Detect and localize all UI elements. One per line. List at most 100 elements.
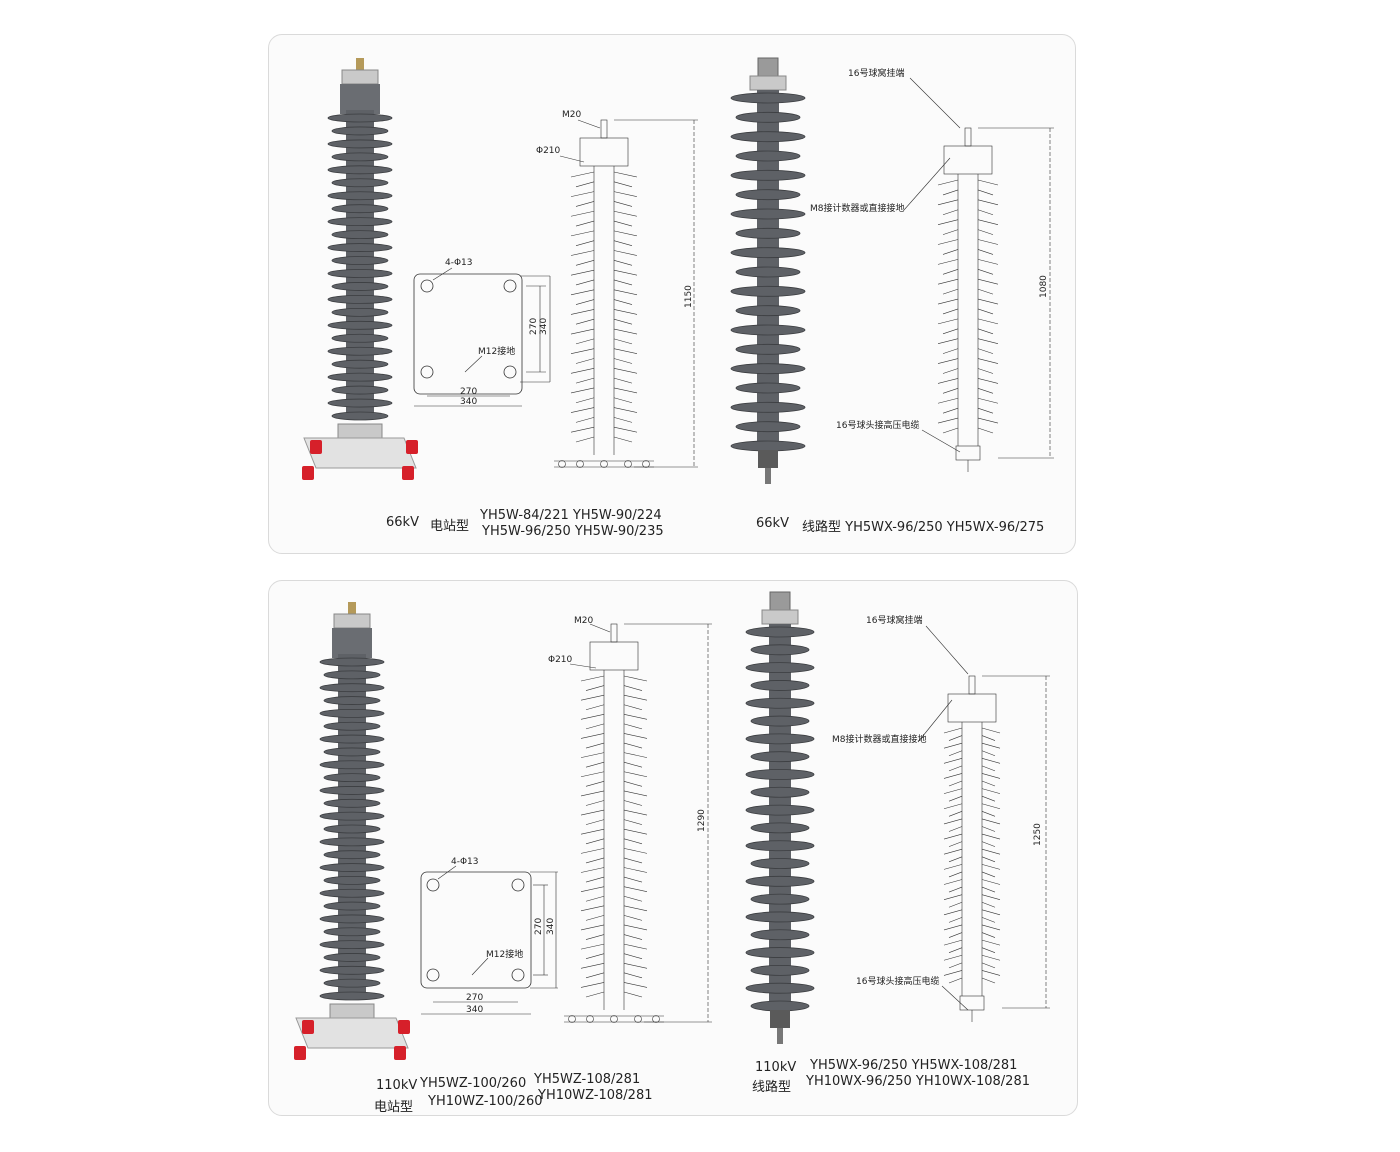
shed xyxy=(750,893,810,905)
drawing-bolt xyxy=(576,460,584,468)
label-holes: 4-Φ13 xyxy=(445,258,473,268)
caption-models-row1: YH5W-84/221 YH5W-90/224 xyxy=(480,508,662,523)
drawing-shed xyxy=(948,917,996,923)
drawing-shed xyxy=(575,417,633,423)
drawing-shed xyxy=(570,328,638,335)
drawing-shed xyxy=(580,809,648,816)
dim-height: 1290 xyxy=(697,809,707,832)
label-ground: M12接地 xyxy=(486,948,523,960)
drawing-shed xyxy=(580,848,648,854)
shed xyxy=(319,683,385,693)
grading-cap xyxy=(332,628,372,658)
shed xyxy=(319,837,385,847)
shed xyxy=(327,243,393,252)
shed xyxy=(323,696,381,705)
shed xyxy=(730,247,806,259)
top-cap xyxy=(761,609,799,625)
drawing-shed xyxy=(942,288,994,295)
shed xyxy=(750,680,810,691)
drawing-shed xyxy=(575,260,633,266)
caption-model-b2: YH10WZ-108/281 xyxy=(538,1088,653,1103)
drawing-shed xyxy=(942,189,994,196)
drawing-shed xyxy=(937,179,999,186)
drawing-shed xyxy=(942,388,994,394)
drawing-bolt xyxy=(568,1015,576,1023)
caption-type: 电站型 xyxy=(374,1100,414,1115)
drawing-cap xyxy=(579,137,629,167)
insulating-foot xyxy=(406,440,418,454)
drawing-shed xyxy=(585,761,643,768)
shed xyxy=(331,126,389,136)
drawing-shed xyxy=(942,407,994,414)
shed xyxy=(730,169,806,181)
drawing-shed xyxy=(942,308,994,315)
drawing-shed xyxy=(943,727,1001,734)
drawing-shed xyxy=(948,901,996,908)
drawing-shed xyxy=(575,436,633,443)
drawing-shed xyxy=(580,694,648,701)
drawing-shed xyxy=(570,191,638,197)
drawing-shed xyxy=(585,876,643,883)
grading-cap xyxy=(340,84,380,114)
drawing-shed xyxy=(585,915,643,921)
label-phi210: Φ210 xyxy=(536,146,561,156)
arrester-drawing-66kv-line xyxy=(903,77,1054,472)
arrester-drawing-110kv-line xyxy=(917,625,1050,1022)
shed xyxy=(327,398,393,408)
drawing-shed xyxy=(585,857,643,864)
label-top-terminal: 16号球窝挂端 xyxy=(848,67,904,79)
shed xyxy=(750,644,810,656)
caption-voltage: 110kV xyxy=(376,1078,418,1093)
shed xyxy=(331,385,389,395)
caption-line-models: 线路型 YH5WX-96/250 YH5WX-96/275 xyxy=(802,520,1045,535)
dim-340-vertical: 340 xyxy=(546,918,556,935)
leader-line xyxy=(569,663,597,669)
drawing-shed xyxy=(948,841,996,847)
drawing-shed xyxy=(575,397,633,404)
drawing-shed xyxy=(585,800,643,806)
drawing-shed xyxy=(937,239,999,245)
drawing-shed xyxy=(575,318,633,325)
drawing-shed xyxy=(948,962,996,969)
drawing-shed xyxy=(580,962,648,969)
drawing-cap xyxy=(947,693,997,723)
dim-270-vertical: 270 xyxy=(534,918,544,935)
shed xyxy=(745,733,815,745)
shed xyxy=(331,230,389,240)
shed xyxy=(323,824,381,834)
top-cap xyxy=(333,613,371,629)
shed xyxy=(327,269,393,278)
shed xyxy=(327,191,393,201)
shed xyxy=(735,227,801,239)
shed xyxy=(319,863,385,872)
drawing-stud xyxy=(610,623,618,643)
insulating-foot xyxy=(302,466,314,480)
arrester-photo-110kv-line xyxy=(745,591,815,1044)
shed xyxy=(735,111,801,123)
drawing-shed xyxy=(948,947,996,953)
drawing-shed xyxy=(585,704,643,711)
drawing-shed xyxy=(943,894,1001,900)
dim-270-horizontal: 270 xyxy=(466,993,483,1003)
shed xyxy=(319,914,385,924)
label-m20: M20 xyxy=(562,110,581,120)
top-clamp xyxy=(757,57,779,77)
shed xyxy=(327,139,393,149)
drawing-shed xyxy=(948,811,996,817)
top-terminal xyxy=(356,58,364,70)
bottom-stud xyxy=(777,1028,783,1044)
dim-340-horizontal: 340 xyxy=(460,397,477,407)
drawing-shed xyxy=(943,773,1001,779)
drawing-shed xyxy=(570,407,638,413)
shed xyxy=(735,150,801,162)
dim-height: 1250 xyxy=(1033,823,1043,846)
drawing-shed xyxy=(943,803,1001,810)
drawing-shed xyxy=(948,765,996,772)
insulating-foot xyxy=(302,1020,314,1034)
shed xyxy=(331,359,389,369)
drawing-shed xyxy=(575,377,633,384)
label-cable-terminal: 16号球头接高压电缆 xyxy=(836,419,919,431)
drawing-shed xyxy=(948,977,996,984)
drawing-shed xyxy=(937,397,999,404)
shed xyxy=(323,901,381,911)
